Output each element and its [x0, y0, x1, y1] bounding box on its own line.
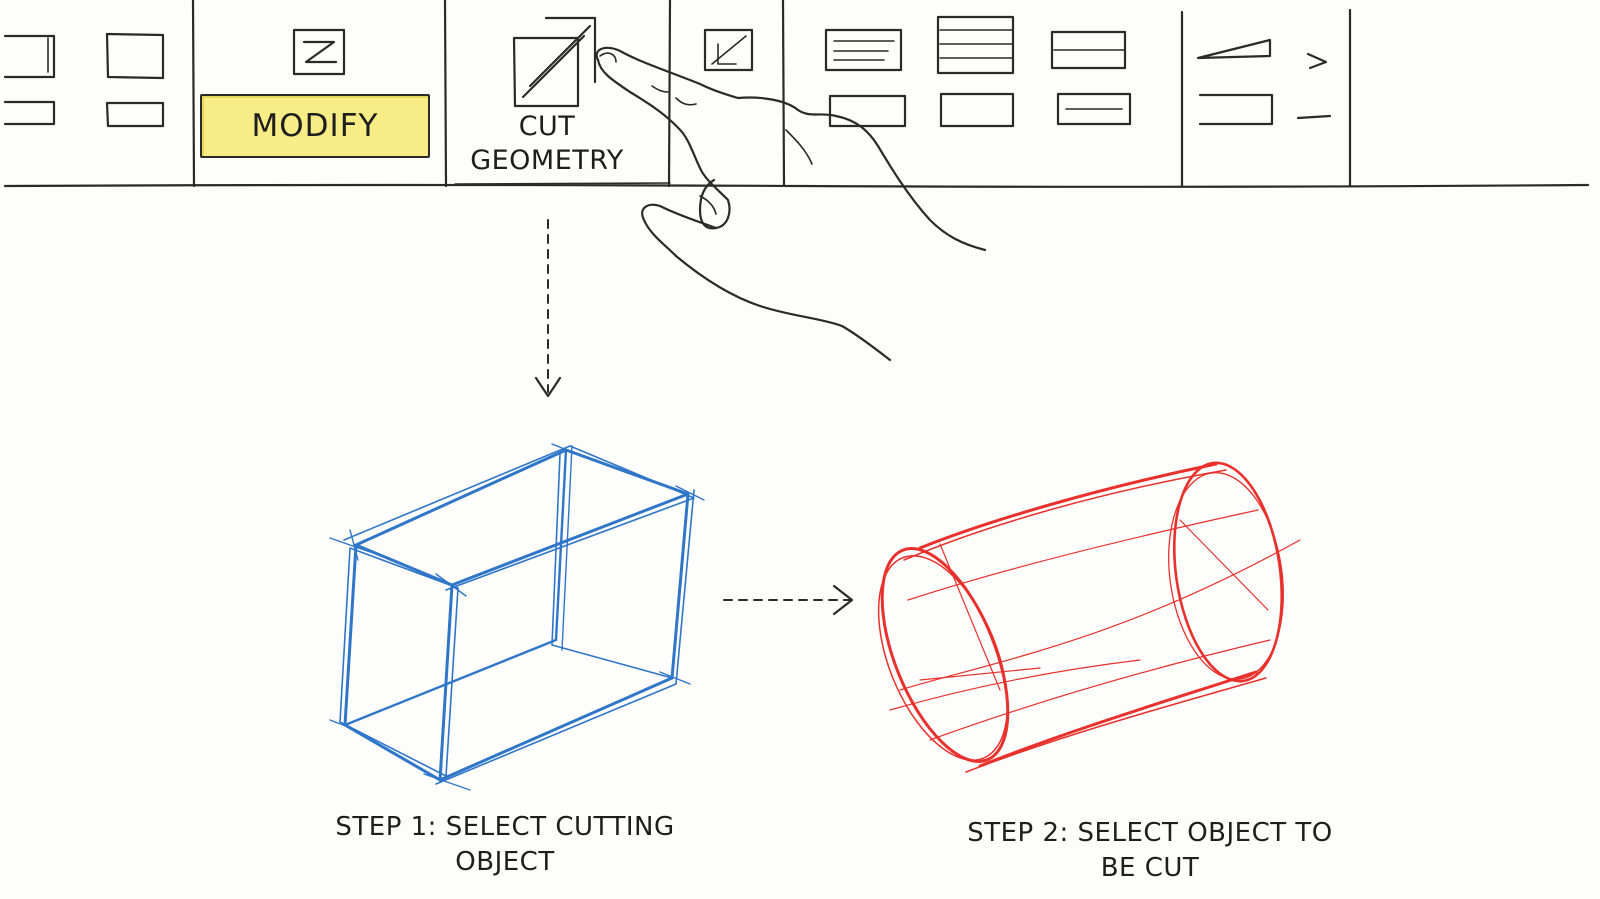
dashed-arrow-right-icon [723, 584, 854, 616]
tool-icon-left-2[interactable] [105, 32, 165, 80]
panel-divider [667, 0, 672, 188]
panel-divider [443, 0, 448, 188]
tool-icon-align-6[interactable] [1056, 92, 1132, 126]
step-1-caption-line1: STEP 1: SELECT CUTTING [335, 812, 675, 842]
tool-icon-left-4[interactable] [105, 101, 165, 128]
step-2-caption-line2: BE CUT [1100, 853, 1200, 883]
panel-divider [781, 0, 786, 188]
cut-geometry-underline [454, 182, 671, 185]
ribbon-bottom-line [3, 183, 1590, 188]
tool-icon-align-2[interactable] [936, 15, 1015, 75]
modify-label: MODIFY [251, 108, 379, 144]
dashed-arrow-down-icon [534, 219, 562, 398]
tool-icon-left-1[interactable] [3, 34, 56, 79]
cut-geometry-button[interactable]: CUT GEOMETRY [452, 14, 642, 184]
tool-icon-align-1[interactable] [824, 28, 903, 72]
modify-tab-button[interactable]: MODIFY [200, 94, 430, 158]
panel-divider [191, 0, 196, 188]
cut-geometry-label-line2: GEOMETRY [470, 145, 624, 176]
tool-icon-align-5[interactable] [939, 92, 1015, 128]
tool-icon-wedge[interactable] [1196, 38, 1272, 60]
step-2-caption-line1: STEP 2: SELECT OBJECT TO [967, 818, 1333, 848]
chevron-right-icon[interactable] [1306, 52, 1328, 70]
dash-icon [1296, 114, 1332, 120]
cut-geometry-label-line1: CUT [518, 111, 576, 142]
cut-geometry-icon[interactable] [512, 16, 597, 108]
tool-icon-bracket[interactable] [1198, 93, 1274, 126]
tool-icon-align-3[interactable] [1050, 30, 1127, 70]
step-1-caption: STEP 1: SELECT CUTTING OBJECT [300, 810, 710, 880]
tool-icon-join[interactable] [703, 28, 754, 72]
tool-icon-left-3[interactable] [3, 100, 56, 126]
step-1-caption-line2: OBJECT [455, 847, 555, 877]
cut-geometry-label: CUT GEOMETRY [452, 110, 642, 178]
modify-panel-icon[interactable] [292, 28, 346, 76]
step-2-caption: STEP 2: SELECT OBJECT TO BE CUT [930, 816, 1370, 886]
